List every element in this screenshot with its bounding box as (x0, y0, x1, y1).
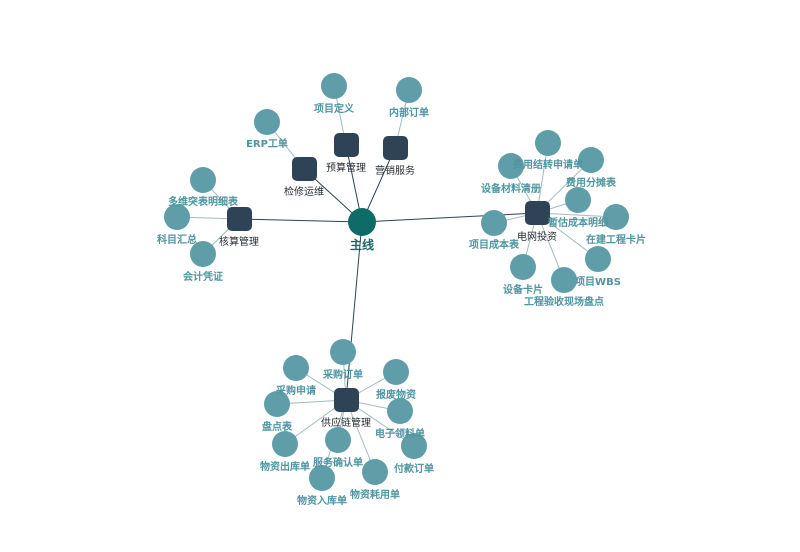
leaf-label: 项目WBS (575, 276, 621, 288)
leaf-node[interactable] (190, 167, 216, 193)
edge-dianwang-leaf (536, 212, 617, 218)
edge-main-dianwang (361, 212, 538, 223)
edge-main-gongying (345, 221, 363, 401)
leaf-label: 采购申请 (275, 384, 316, 397)
leaf-node[interactable] (535, 130, 561, 156)
leaf-label: ERP工单 (246, 137, 288, 150)
hub-label: 核算管理 (219, 235, 259, 248)
leaf-label: 多维突表明细表 (168, 195, 239, 208)
root-node[interactable] (348, 208, 376, 236)
hub-label: 电网投资 (517, 230, 557, 243)
hub-node-gongying[interactable] (334, 388, 359, 412)
leaf-node[interactable] (283, 355, 309, 381)
leaf-label: 设备材料清册 (481, 182, 541, 195)
leaf-label: 物资入库单 (297, 494, 347, 507)
leaf-label: 费用结转申请单 (513, 158, 583, 171)
leaf-label: 暂估成本明细 (548, 216, 608, 229)
hub-label: 检修运维 (284, 185, 324, 198)
leaf-node[interactable] (164, 204, 190, 230)
leaf-node[interactable] (603, 204, 629, 230)
leaf-label: 工程验收现场盘点 (524, 295, 604, 308)
leaf-node[interactable] (387, 398, 413, 424)
leaf-node[interactable] (362, 459, 388, 485)
leaf-label: 项目成本表 (469, 238, 520, 251)
leaf-node[interactable] (383, 359, 409, 385)
leaf-node[interactable] (264, 391, 290, 417)
leaf-label: 盘点表 (262, 420, 293, 433)
leaf-node[interactable] (254, 109, 280, 135)
leaf-label: 在建工程卡片 (586, 233, 646, 246)
leaf-node[interactable] (325, 427, 351, 453)
leaf-node[interactable] (190, 241, 216, 267)
leaf-label: 设备卡片 (503, 283, 543, 296)
hub-node-jianxiu[interactable] (292, 157, 317, 181)
root-label: 主线 (350, 237, 374, 252)
leaf-node[interactable] (401, 433, 427, 459)
leaf-label: 费用分摊表 (566, 176, 617, 189)
hub-label: 供应链管理 (321, 416, 371, 429)
leaf-label: 内部订单 (389, 106, 429, 119)
leaf-node[interactable] (498, 153, 524, 179)
edge-main-hesuan (238, 218, 363, 223)
leaf-label: 项目定义 (314, 102, 355, 115)
leaf-node[interactable] (272, 431, 298, 457)
hub-node-dianwang[interactable] (525, 201, 550, 225)
leaf-node[interactable] (481, 210, 507, 236)
graph-labels: 主线 核算管理 检修运维 预算管理 营销服务 电网投资 供应链管理 多维突表明细… (157, 102, 646, 507)
leaf-label: 采购订单 (322, 368, 363, 381)
graph-nodes (164, 73, 629, 491)
leaf-node[interactable] (396, 77, 422, 103)
hub-node-hesuan[interactable] (227, 207, 252, 231)
leaf-label: 电子领料单 (375, 427, 425, 440)
leaf-node[interactable] (510, 254, 536, 280)
leaf-node[interactable] (309, 465, 335, 491)
leaf-label: 付款订单 (394, 462, 434, 475)
leaf-label: 服务确认单 (313, 456, 363, 469)
leaf-label: 科目汇总 (157, 233, 197, 246)
leaf-node[interactable] (330, 339, 356, 365)
hub-node-yusuan[interactable] (334, 133, 359, 157)
hub-label: 预算管理 (326, 161, 366, 174)
leaf-node[interactable] (321, 73, 347, 99)
hub-label: 营销服务 (375, 164, 415, 177)
hub-node-yingxiao[interactable] (383, 136, 408, 160)
leaf-node[interactable] (578, 147, 604, 173)
leaf-node[interactable] (551, 267, 577, 293)
leaf-label: 物资耗用单 (350, 488, 400, 501)
leaf-label: 报废物资 (376, 388, 416, 401)
leaf-label: 会计凭证 (183, 270, 223, 283)
leaf-label: 物资出库单 (260, 460, 310, 473)
leaf-node[interactable] (565, 187, 591, 213)
leaf-node[interactable] (585, 246, 611, 272)
